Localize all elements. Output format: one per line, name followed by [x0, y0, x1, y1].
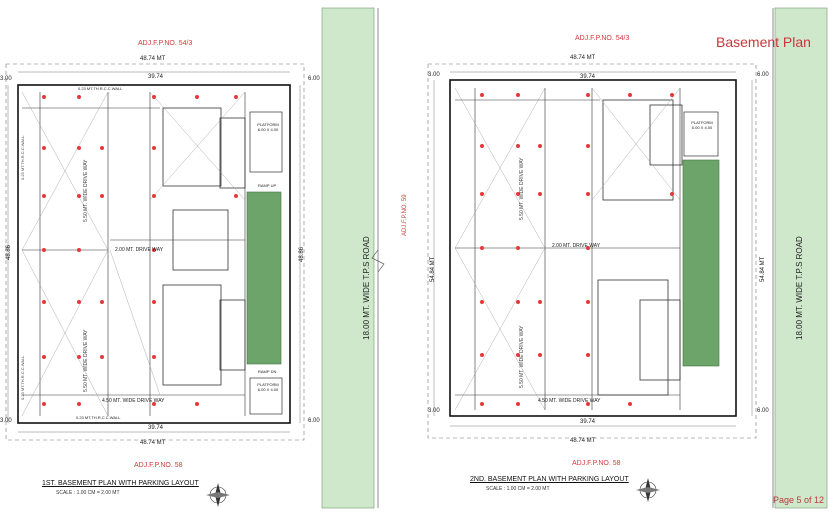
left-plan-scale: SCALE : 1.00 CM = 2.00 MT: [56, 490, 120, 496]
left-dim-left: 48.86: [6, 244, 12, 260]
right-adj-top: ADJ.F.P.NO. 54/3: [575, 35, 630, 42]
right-plan: [427, 63, 757, 439]
left-dim-bottom-inner: 39.74: [148, 425, 164, 431]
right-platform: PLATFORM 6.00 X 4.00: [691, 120, 713, 130]
left-column-markers: [42, 95, 238, 406]
left-ramp-dn: RAMP DN: [258, 369, 277, 374]
right-column-markers: [480, 93, 674, 406]
right-drive-way-2: 5.50 MT. WIDE DRIVE WAY: [519, 325, 525, 388]
right-dim-top-outer: 48.74 MT: [570, 55, 596, 61]
right-drive-way-1: 5.50 MT. WIDE DRIVE WAY: [519, 157, 525, 220]
right-road-label: 18.00 MT. WIDE T.P.S ROAD: [795, 236, 804, 340]
right-dim-left: 54.84 MT: [430, 256, 436, 282]
left-plan-title: 1ST. BASEMENT PLAN WITH PARKING LAYOUT: [42, 480, 199, 487]
left-drive-way-1: 5.50 MT. WIDE DRIVE WAY: [83, 159, 89, 222]
right-dim-edge-tl: 3.00: [428, 72, 440, 78]
left-wall-top: 0.23 MT.TH.R.C.C.WALL: [78, 86, 123, 91]
right-drive-way-3: 2.00 MT. DRIVE WAY: [552, 243, 601, 249]
page-title: Basement Plan: [716, 34, 811, 50]
right-dim-bottom-outer: 48.74 MT: [570, 438, 596, 444]
left-adj-bottom: ADJ.F.P.NO. 58: [134, 462, 183, 469]
left-drive-way-3: 2.00 MT. DRIVE WAY: [115, 247, 164, 253]
right-dim-right: 54.84 MT: [760, 256, 766, 282]
left-wall-left: 0.23 MT.TH.R.C.C.WALL: [20, 135, 25, 180]
right-dim-edge-bl: 3.00: [428, 408, 440, 414]
left-ramp-up: RAMP UP: [258, 183, 277, 188]
left-platform-bottom: PLATFORM 6.00 X 4.00: [257, 382, 279, 392]
left-road-strip: [321, 7, 385, 509]
right-road-strip: [772, 7, 828, 509]
left-drive-way-2: 5.50 MT. WIDE DRIVE WAY: [83, 329, 89, 392]
left-dim-right: 48.86: [299, 246, 305, 262]
right-plan-scale: SCALE : 1.00 CM = 2.00 MT: [486, 486, 550, 492]
left-platform-top: PLATFORM 6.00 X 4.00: [257, 122, 279, 132]
left-dim-edge-bl: 3.00: [0, 418, 12, 424]
right-adj-left: ADJ.F.P.NO. 59: [402, 194, 408, 236]
page-number: Page 5 of 12: [773, 495, 825, 505]
right-dim-top-inner: 39.74: [580, 74, 596, 80]
right-dim-bottom-inner: 39.74: [580, 419, 596, 425]
right-adj-bottom: ADJ.F.P.NO. 58: [572, 460, 621, 467]
right-dim-edge-br: 6.00: [757, 408, 769, 414]
left-drive-way-4: 4.50 MT. WIDE DRIVE WAY: [102, 398, 165, 404]
right-plan-title: 2ND. BASEMENT PLAN WITH PARKING LAYOUT: [470, 476, 629, 483]
right-drive-way-4: 4.50 MT. WIDE DRIVE WAY: [538, 398, 601, 404]
left-wall-bottom: 0.23 MT.TH.R.C.C.WALL: [76, 415, 121, 420]
right-plan-title-text: 2ND. BASEMENT PLAN WITH PARKING LAYOUT: [470, 476, 629, 483]
right-dim-edge-tr: 6.00: [757, 72, 769, 78]
left-dim-edge-br: 6.00: [308, 418, 320, 424]
left-dim-bottom-outer: 48.74 MT: [140, 440, 166, 446]
left-adj-top: ADJ.F.P.NO. 54/3: [138, 40, 193, 47]
left-dim-top-inner: 39.74: [148, 74, 164, 80]
left-plan-title-text: 1ST. BASEMENT PLAN WITH PARKING LAYOUT: [42, 480, 199, 487]
left-dim-edge-tl: 3.00: [0, 76, 12, 82]
left-wall-left-2: 0.23 MT.TH.R.C.C.WALL: [20, 355, 25, 400]
left-road-label: 18.00 MT. WIDE T.P.S ROAD: [362, 236, 371, 340]
left-dim-top-outer: 48.74 MT: [140, 56, 166, 62]
north-arrow-icon: [636, 478, 660, 502]
left-dim-edge-tr: 6.00: [308, 76, 320, 82]
north-arrow-icon: [206, 483, 230, 507]
left-plan: [5, 63, 305, 441]
